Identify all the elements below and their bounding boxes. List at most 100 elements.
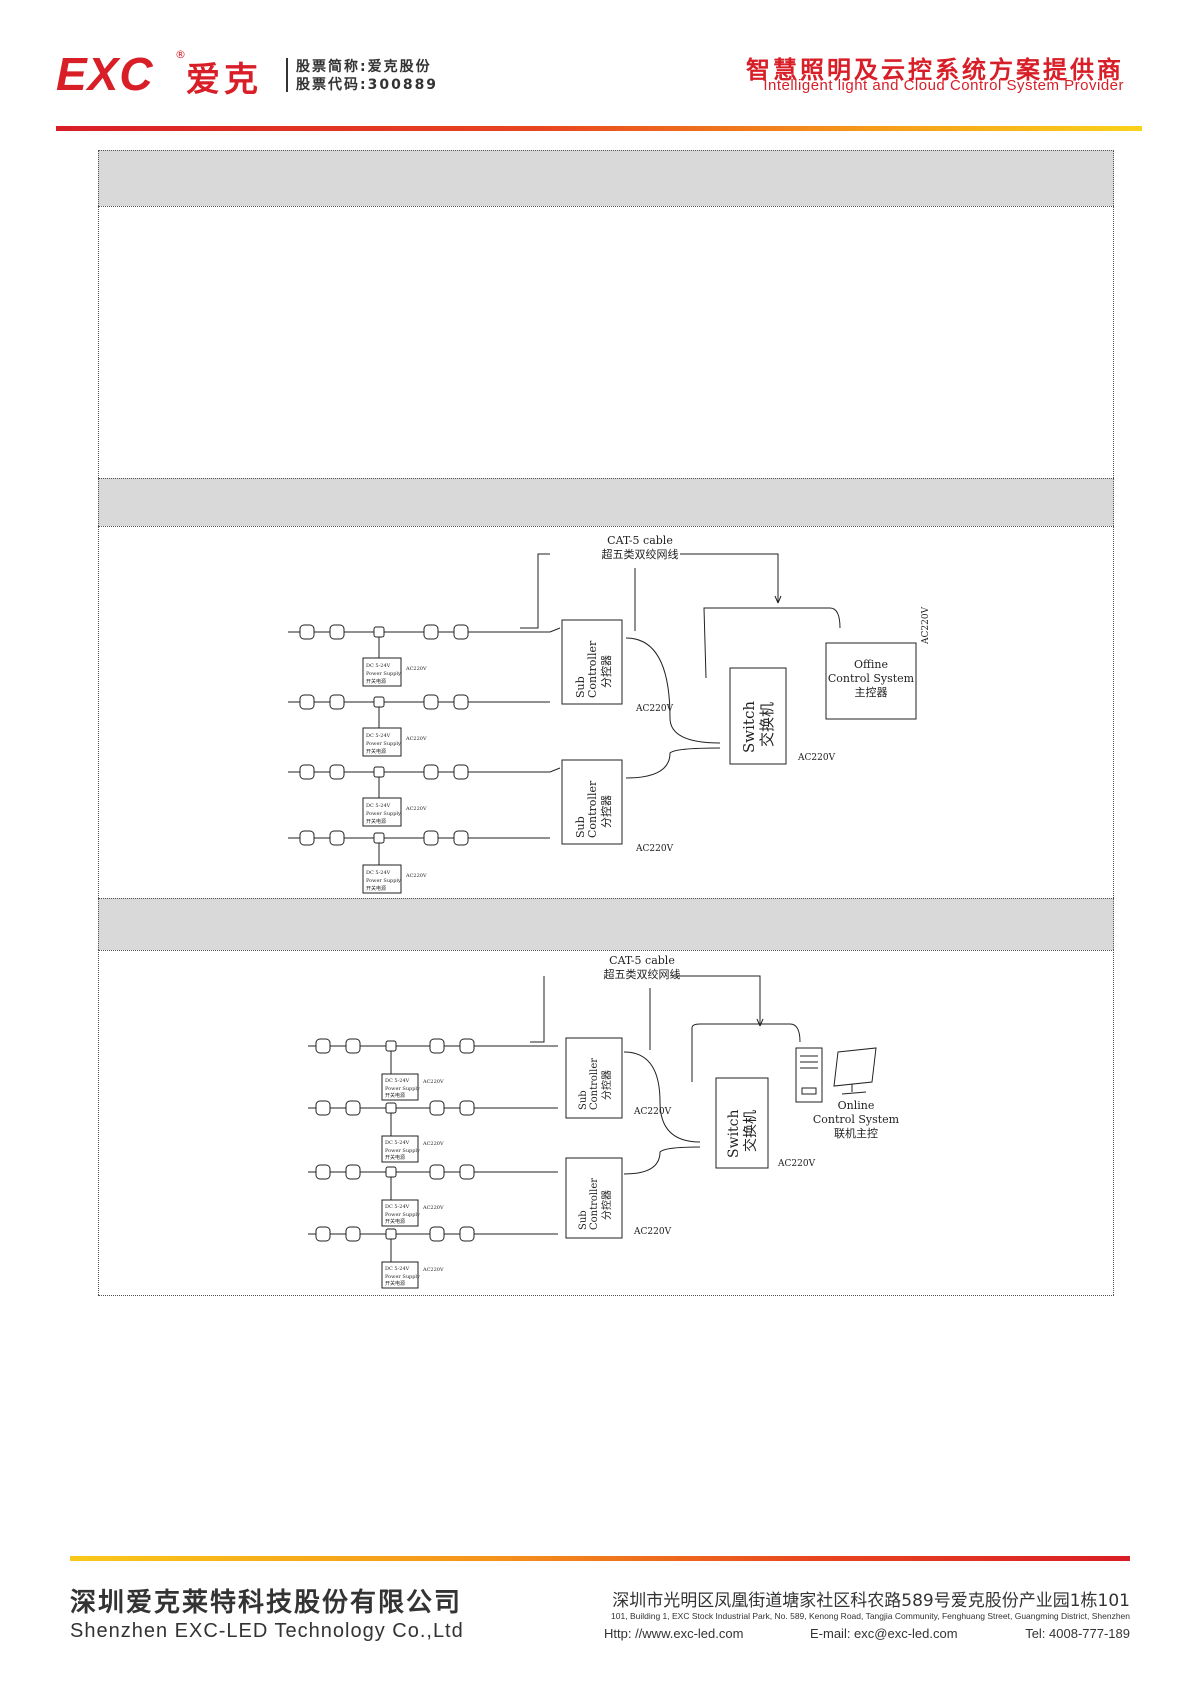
cable-line — [672, 975, 761, 1026]
sub-controller-label-cn: 分控器 — [600, 1190, 613, 1220]
psu-label: Power Supply — [385, 1274, 420, 1280]
master-label-en: Control System — [828, 672, 915, 685]
lamp-row-2 — [315, 1100, 475, 1116]
ac-label: AC220V — [633, 1227, 672, 1237]
switch-label-en: Switch — [740, 701, 758, 753]
psu-label: 开关电源 — [385, 1092, 405, 1099]
sub-controller-label-en: Controller — [586, 640, 599, 698]
cable-line — [520, 553, 550, 629]
ac-label: AC220V — [797, 753, 836, 763]
power-supply-box — [362, 727, 402, 757]
tagline-chinese: 智慧照明及云控系统方案提供商 — [746, 56, 1124, 84]
sub-controller-label-en: Controller — [586, 780, 599, 838]
psu-ac-label: AC220V — [422, 1141, 444, 1147]
ac-label: AC220V — [635, 704, 674, 714]
stock-code: 股票代码:300889 — [296, 77, 439, 93]
master-label-en: Control System — [813, 1113, 900, 1126]
sub-switch-link — [623, 1146, 701, 1175]
power-supply-box — [381, 1073, 419, 1101]
section-header-bar-3 — [98, 898, 1114, 950]
sub-controller-label-en: Sub — [574, 816, 587, 838]
sub-switch-link — [625, 747, 721, 779]
sub-controller-box — [561, 759, 623, 845]
sub-controller-label-en: Controller — [589, 1178, 600, 1230]
lamp-row-1 — [315, 1038, 475, 1054]
psu-ac-label: AC220V — [405, 873, 427, 879]
online-control-diagram: CAT-5 cable 超五类双绞网线 DC 5-24V — [308, 954, 900, 1289]
phone-number: Tel: 4008-777-189 — [1025, 1626, 1130, 1641]
psu-label: DC 5-24V — [366, 803, 391, 809]
psu-label: DC 5-24V — [366, 663, 391, 669]
psu-ac-label: AC220V — [422, 1205, 444, 1211]
sub-controller-label-cn: 分控器 — [599, 655, 613, 688]
psu-label: Power Supply — [366, 671, 401, 677]
psu-ac-label: AC220V — [405, 736, 427, 742]
ac-label: AC220V — [921, 606, 931, 645]
stock-name: 股票简称:爱克股份 — [296, 59, 432, 75]
psu-label: 开关电源 — [366, 885, 386, 892]
power-supply-box — [362, 864, 402, 894]
psu-label: Power Supply — [385, 1086, 420, 1092]
power-supply-box — [381, 1261, 419, 1289]
cable-arrow — [774, 595, 782, 604]
psu-ac-label: AC220V — [422, 1079, 444, 1085]
master-label-en: Online — [838, 1099, 875, 1112]
sub-controller-box — [565, 1037, 623, 1119]
tagline-english: Intelligent light and Cloud Control Syst… — [763, 77, 1124, 94]
cable-arrow — [756, 1018, 764, 1027]
psu-label: Power Supply — [385, 1148, 420, 1154]
lamp-row-4 — [315, 1226, 475, 1242]
footer-gradient-line — [70, 1556, 1130, 1561]
switch-label-en: Switch — [726, 1109, 742, 1158]
psu-label: 开关电源 — [385, 1280, 405, 1287]
sub-controller-label-en: Sub — [574, 676, 587, 698]
psu-label: Power Supply — [366, 811, 401, 817]
sub-controller-box — [561, 619, 623, 705]
lamp-row-3 — [315, 1164, 475, 1180]
section-body-2 — [98, 526, 1114, 898]
psu-ac-label: AC220V — [422, 1267, 444, 1273]
psu-label: DC 5-24V — [385, 1204, 410, 1210]
sub-controller-box — [565, 1157, 623, 1239]
section-header-bar-1 — [98, 150, 1114, 206]
cable-label-cn: 超五类双绞网线 — [604, 967, 681, 981]
computer-icon — [795, 1047, 823, 1103]
master-label-cn: 联机主控 — [834, 1126, 878, 1140]
section-body-1 — [98, 206, 1114, 478]
offline-control-diagram: CAT-5 cable 超五类双绞网线 DC — [288, 534, 931, 894]
psu-ac-label: AC220V — [405, 806, 427, 812]
lamp-row-3 — [299, 764, 469, 780]
psu-label: DC 5-24V — [385, 1266, 410, 1272]
cable-line — [680, 553, 779, 603]
sub-switch-link — [625, 637, 721, 744]
psu-label: DC 5-24V — [385, 1078, 410, 1084]
lamp-row-1 — [299, 624, 469, 640]
ac-label: AC220V — [635, 844, 674, 854]
stock-info: 股票简称:爱克股份 股票代码:300889 — [296, 58, 438, 94]
power-supply-box — [381, 1199, 419, 1227]
ac-label: AC220V — [777, 1159, 816, 1169]
psu-label: Power Supply — [385, 1212, 420, 1218]
psu-label: Power Supply — [366, 741, 401, 747]
monitor-icon — [833, 1047, 877, 1095]
section-header-bar-2 — [98, 478, 1114, 526]
sub-controller-label-en: Controller — [589, 1058, 600, 1110]
cable-label-en: CAT-5 cable — [609, 954, 675, 967]
email-link[interactable]: E-mail: exc@exc-led.com — [810, 1626, 958, 1641]
psu-label: 开关电源 — [366, 818, 386, 825]
switch-label-cn: 交换机 — [742, 1110, 759, 1152]
psu-label: 开关电源 — [385, 1154, 405, 1161]
sub-controller-label-en: Sub — [578, 1090, 589, 1110]
cable-label-en: CAT-5 cable — [607, 534, 673, 547]
psu-label: 开关电源 — [366, 748, 386, 755]
switch-box — [729, 667, 787, 765]
psu-label: DC 5-24V — [366, 870, 391, 876]
address-english: 101, Building 1, EXC Stock Industrial Pa… — [611, 1611, 1130, 1621]
switch-master-link — [691, 1023, 801, 1082]
cable-label-cn: 超五类双绞网线 — [602, 547, 679, 561]
psu-label: 开关电源 — [366, 678, 386, 685]
psu-label: 开关电源 — [385, 1218, 405, 1225]
logo-divider — [286, 58, 288, 92]
website-link[interactable]: Http: //www.exc-led.com — [604, 1626, 744, 1641]
lamp-row-2 — [299, 694, 469, 710]
